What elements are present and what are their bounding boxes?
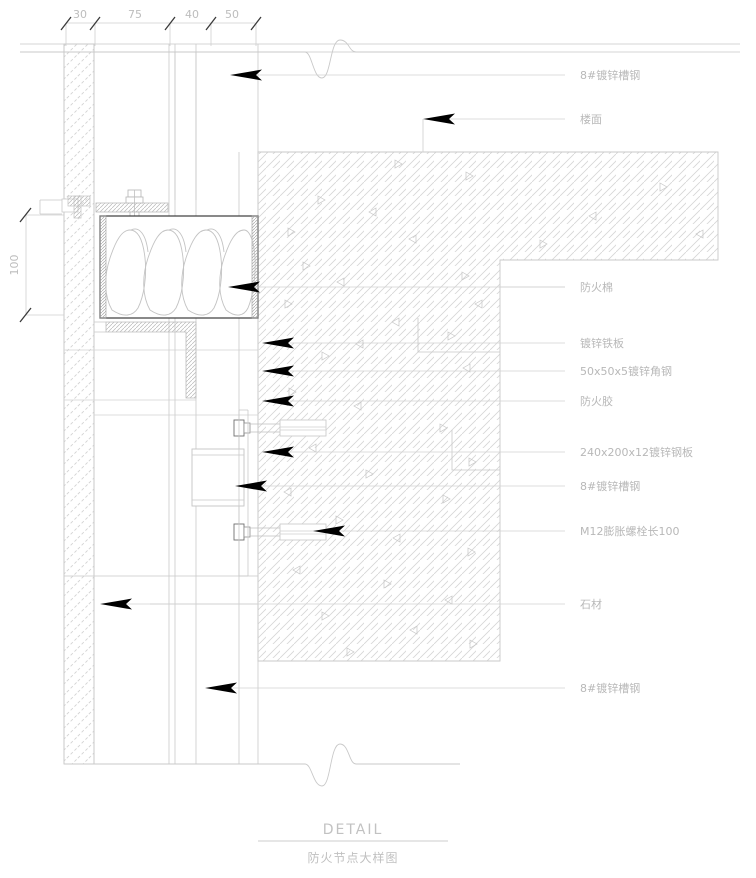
dimension-value-left-0: 100	[8, 255, 21, 276]
cavity-guide-lines	[168, 44, 259, 764]
arrowhead-c7	[262, 446, 294, 458]
break-line-bottom	[64, 743, 460, 787]
left-dimension-values: 100	[8, 255, 21, 276]
stone-cladding-wall	[63, 43, 95, 765]
angle-steel-50x50x5	[64, 321, 258, 416]
drawing-subtitle: 防火节点大样图	[307, 850, 398, 865]
callout-label-c11: 8#镀锌槽钢	[580, 681, 640, 695]
callout-label-c6: 防火胶	[580, 394, 613, 408]
callout-label-c4: 镀锌铁板	[580, 336, 624, 350]
fireproof-wool-box	[99, 215, 259, 319]
arrowhead-c3	[228, 281, 260, 293]
arrowhead-c6	[262, 395, 294, 407]
insulation-squiggle	[105, 228, 256, 316]
callout-label-c1: 8#镀锌槽钢	[580, 68, 640, 82]
dimension-value-top-0: 30	[73, 8, 87, 21]
channel-steel-bracket	[191, 448, 245, 507]
top-channel-steel	[174, 52, 197, 200]
callout-label-c10: 石材	[580, 597, 602, 611]
callout-label-c7: 240x200x12镀锌钢板	[580, 445, 693, 459]
callout-leaders	[110, 74, 565, 689]
left-dimension-line	[19, 207, 64, 323]
callout-label-c3: 防火棉	[580, 280, 613, 294]
arrowhead-c1	[230, 69, 262, 81]
callout-label-c9: M12膨胀螺栓长100	[580, 524, 679, 538]
break-line-top	[20, 39, 500, 79]
arrowhead-c8	[235, 480, 267, 492]
sheet-return-lines	[417, 318, 500, 471]
drawing-title: DETAIL	[323, 822, 384, 838]
arrowhead-c4	[262, 337, 294, 349]
arrowhead-c11	[205, 682, 237, 694]
arrowhead-c9	[313, 525, 345, 537]
arrowhead-c10	[100, 598, 132, 610]
aggregate-marks	[283, 159, 704, 657]
callout-label-c5: 50x50x5镀锌角钢	[580, 364, 672, 378]
dimension-value-top-2: 40	[185, 8, 199, 21]
callout-arrows	[100, 69, 455, 694]
dimension-value-top-1: 75	[128, 8, 142, 21]
arrowhead-c5	[262, 365, 294, 377]
top-dimension-values: 30 75 40 50	[73, 8, 239, 21]
concrete-slab	[257, 151, 719, 662]
top-dimension-line	[60, 16, 262, 46]
callout-label-c8: 8#镀锌槽钢	[580, 479, 640, 493]
dimension-value-top-3: 50	[225, 8, 239, 21]
arrowhead-c2	[423, 113, 455, 125]
callout-label-c2: 楼面	[580, 112, 602, 126]
